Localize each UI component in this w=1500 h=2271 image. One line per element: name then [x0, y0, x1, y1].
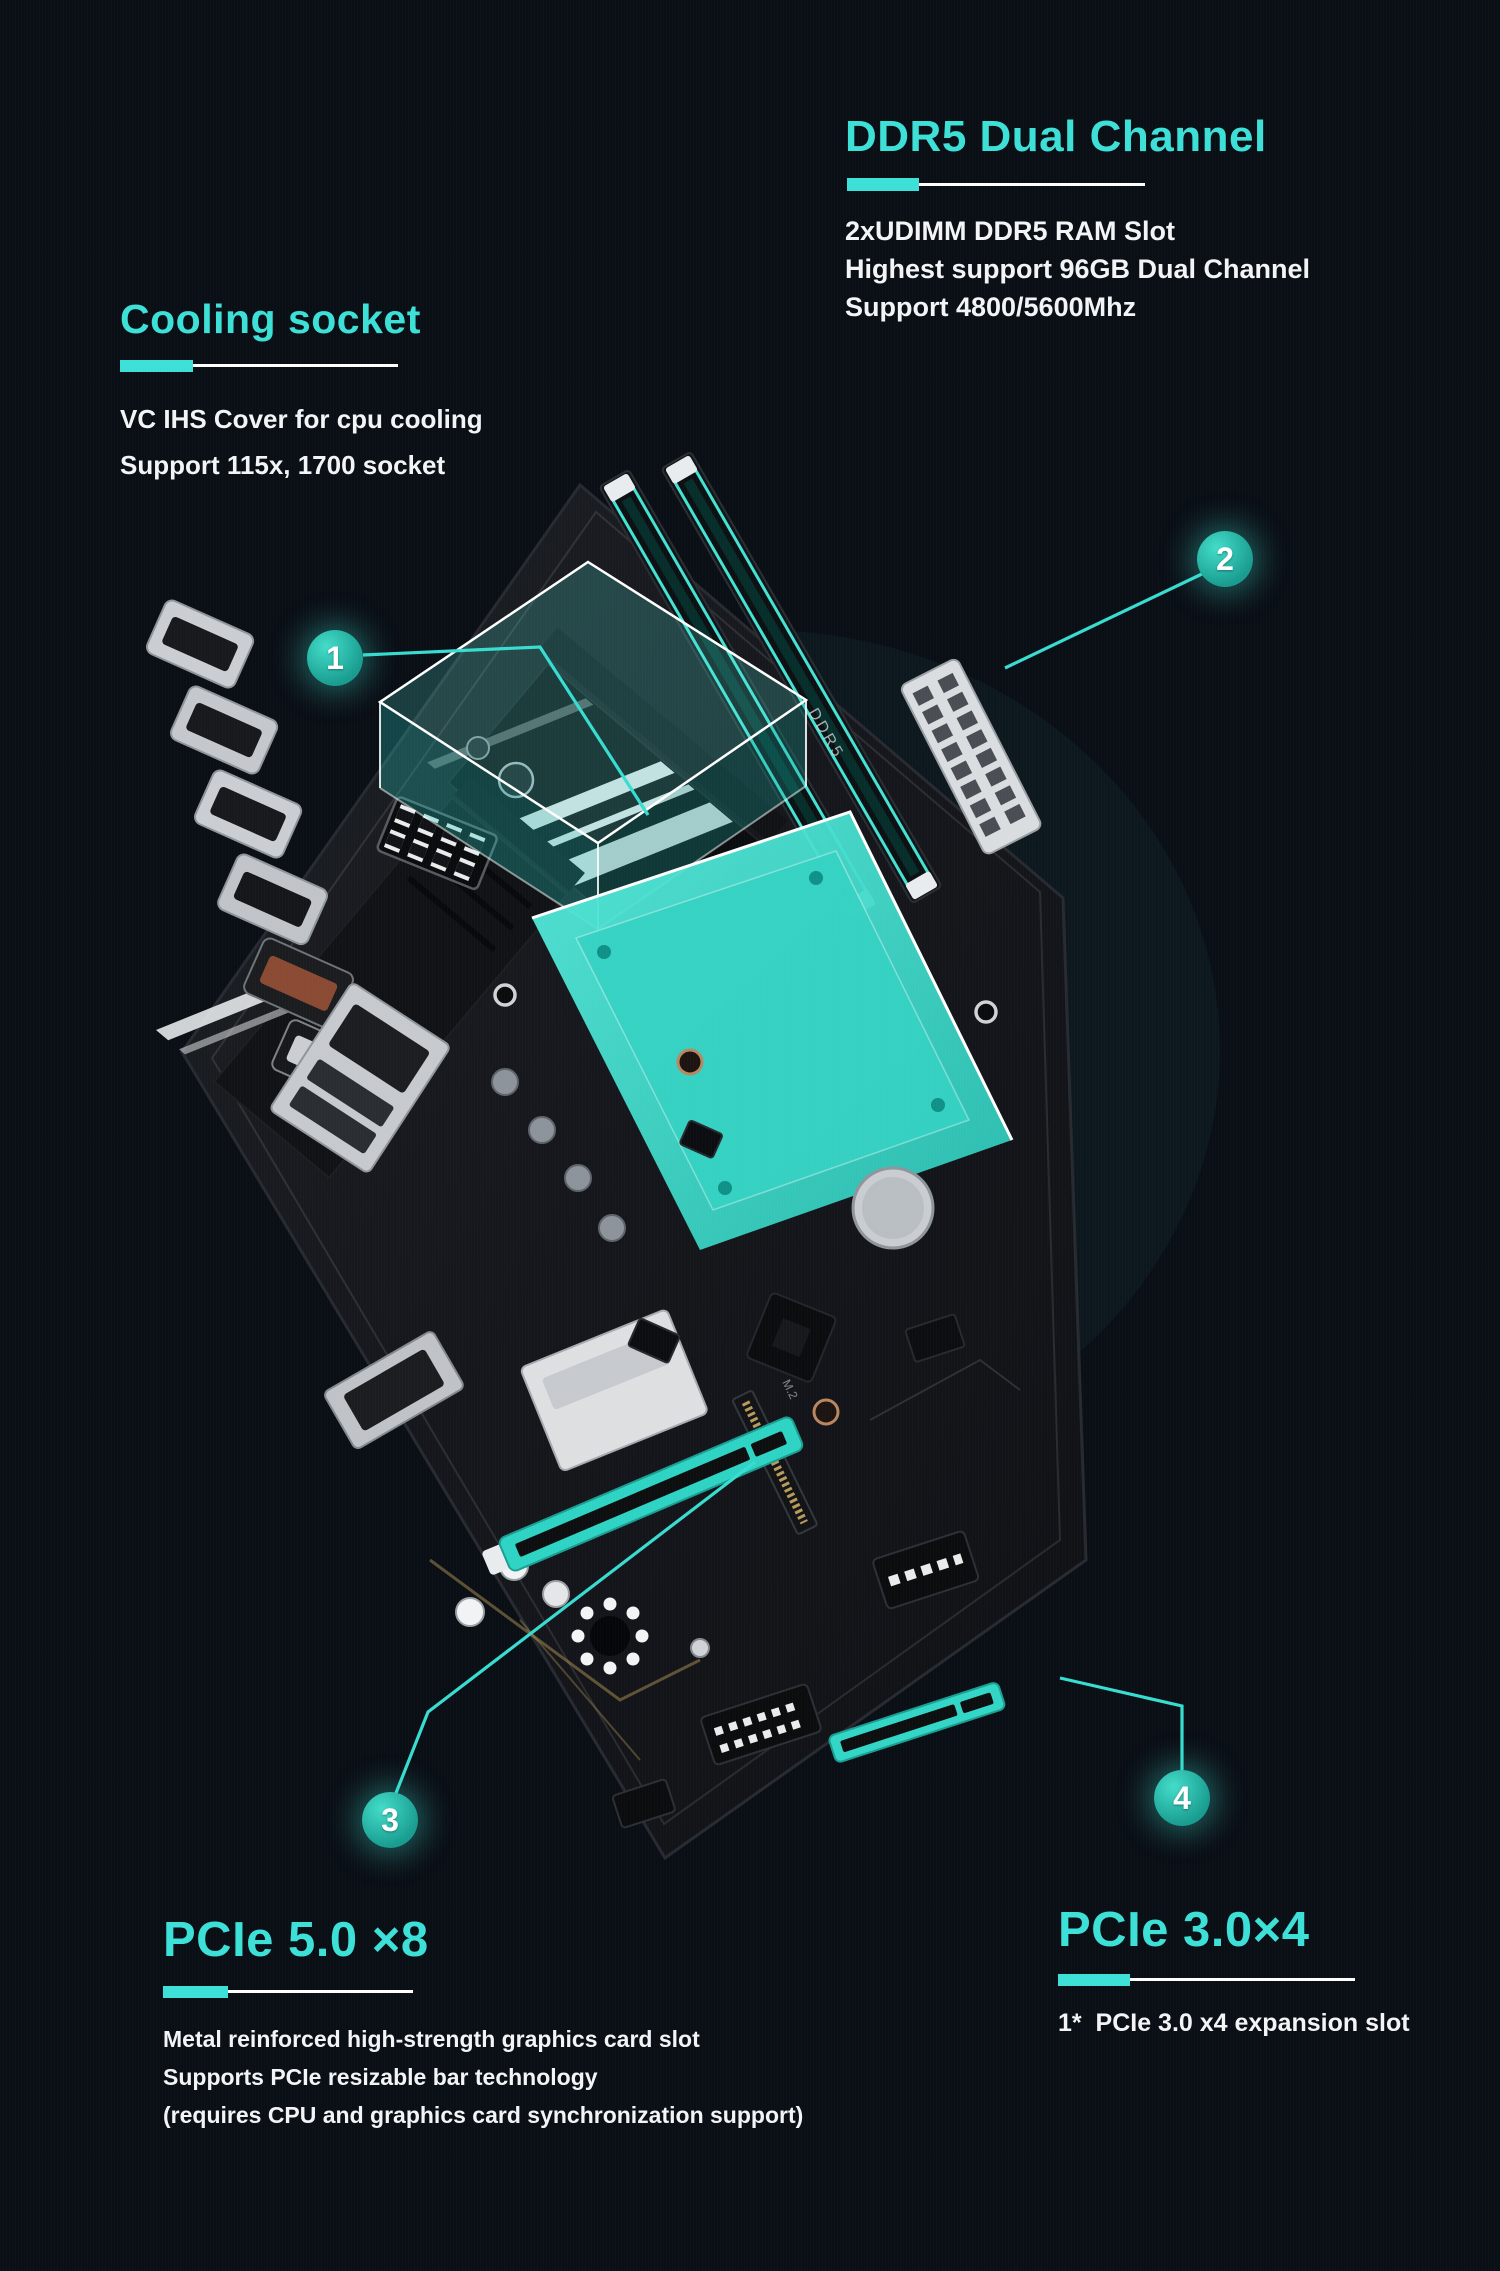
section-pcie3-title: PCIe 3.0×4 [1058, 1903, 1310, 1957]
pcie5-spec-line: Metal reinforced high-strength graphics … [163, 2026, 700, 2052]
pcie5-x8-slot [482, 1416, 804, 1575]
callout-number-3: 3 [381, 1801, 399, 1838]
cpu-cooler-wireframe-box [377, 560, 809, 931]
pcie3-x4-slot [828, 1682, 1006, 1763]
section-ram-title: DDR5 Dual Channel [845, 112, 1267, 161]
pcie5-spec-line: (requires CPU and graphics card synchron… [163, 2102, 804, 2128]
callout-line-2 [1004, 571, 1205, 670]
callout-badge-4: 4 [1154, 1770, 1210, 1826]
atx-24pin-connector [900, 658, 1042, 855]
lan-usb-stack [270, 983, 450, 1173]
audio-area [324, 1309, 708, 1675]
pcie5-spec-line: Supports PCIe resizable bar technology [163, 2064, 598, 2090]
rule-line [228, 1990, 413, 1993]
rule-line [193, 364, 398, 367]
cmos-battery [851, 1166, 935, 1250]
callout-number-2: 2 [1216, 540, 1234, 577]
section-pcie3: PCIe 3.0×4 1* PCIe 3.0 x4 expansion slot [1058, 1902, 1410, 2042]
socket-capacitors [491, 1068, 626, 1242]
callout-line-4 [1059, 1676, 1184, 1771]
pcie3-spec-line: 1* PCIe 3.0 x4 expansion slot [1058, 2009, 1410, 2037]
cpu-cooling-plate [531, 810, 1014, 1250]
ram-spec-line: Support 4800/5600Mhz [845, 292, 1137, 322]
callout-badge-1: 1 [307, 630, 363, 686]
rule-accent [163, 1986, 228, 1998]
callout-badge-2: 2 [1197, 531, 1253, 587]
chips-and-headers [493, 983, 998, 1829]
section-cooling: Cooling socket VC IHS Cover for cpu cool… [120, 296, 483, 488]
callout-number-1: 1 [326, 639, 344, 676]
rule-accent [847, 178, 919, 191]
rule-line [919, 183, 1145, 186]
section-pcie5: PCIe 5.0 ×8 Metal reinforced high-streng… [163, 1912, 803, 2134]
cooling-spec-line: Support 115x, 1700 socket [120, 450, 446, 480]
rule-line [1130, 1978, 1355, 1981]
rule-accent [120, 360, 193, 372]
ram-slots: DDR5 [599, 452, 942, 921]
section-pcie5-title: PCIe 5.0 ×8 [163, 1913, 429, 1967]
ram-spec-line: 2xUDIMM DDR5 RAM Slot [845, 216, 1176, 246]
callout-number-4: 4 [1173, 1779, 1191, 1816]
callout-line-1 [362, 645, 650, 816]
rear-io-ports [145, 599, 450, 1173]
callout-line-3 [394, 1460, 756, 1794]
cooling-spec-line: VC IHS Cover for cpu cooling [120, 404, 483, 434]
callout-lines [362, 571, 1205, 1794]
callout-badge-3: 3 [362, 1792, 418, 1848]
section-ram: DDR5 Dual Channel 2xUDIMM DDR5 RAM Slot … [845, 112, 1310, 326]
ram-spec-line: Highest support 96GB Dual Channel [845, 254, 1311, 284]
mounting-hole-dotted-ring [571, 1597, 649, 1675]
rule-accent [1058, 1974, 1130, 1986]
capacitor [466, 736, 490, 760]
cpu-power-connector [376, 796, 498, 890]
section-cooling-title: Cooling socket [120, 296, 421, 342]
